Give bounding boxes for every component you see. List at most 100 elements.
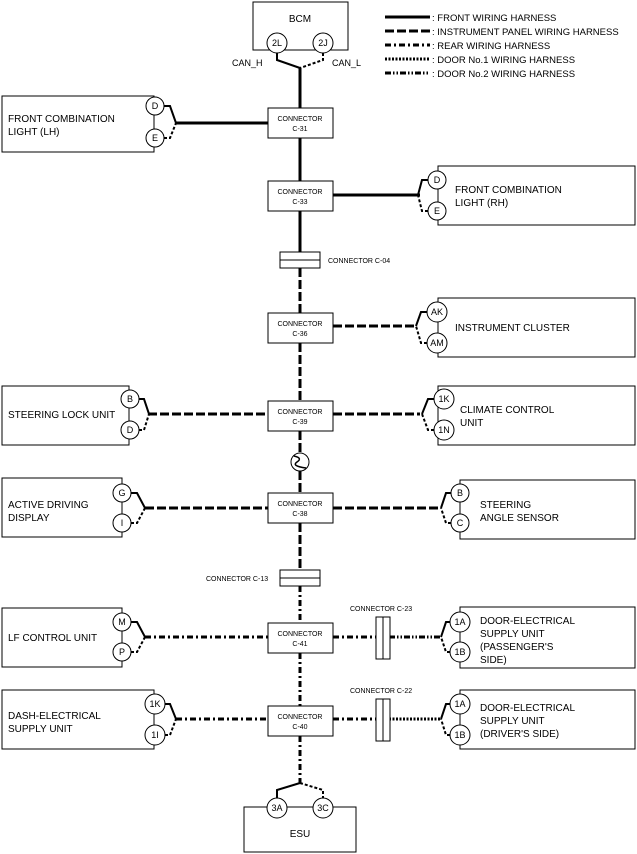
c22-label: CONNECTOR C-22 (350, 688, 412, 695)
unit-front-combination-light-lh: FRONT COMBINATION LIGHT (LH) D E (1, 95, 177, 153)
connector-c38-label: CONNECTOR (278, 501, 323, 508)
unit-front-combination-light-rh: FRONT COMBINATION LIGHT (RH) D E (417, 165, 636, 226)
lf-control-can-l (131, 636, 146, 653)
dash-supply-label-2: SUPPLY UNIT (8, 724, 73, 735)
climate-box (437, 385, 636, 446)
front-lh-label-1: FRONT COMBINATION (8, 114, 115, 125)
front-lh-can-h (164, 105, 177, 124)
front-lh-pin-e-label: E (152, 133, 158, 143)
connector-c41-box (267, 622, 334, 654)
esu-can-l-wire (299, 782, 324, 799)
bcm-pin-2l-label: 2L (272, 38, 282, 48)
connector-c36: CONNECTOR C-36 (267, 312, 334, 344)
connector-c41-id: C-41 (292, 641, 307, 648)
esu-pin-3c (312, 797, 334, 819)
steering-angle-can-h (440, 492, 451, 509)
front-rh-pin-d-label: D (434, 175, 441, 185)
connector-c39-box (267, 400, 334, 432)
connector-c36-id: C-36 (292, 331, 307, 338)
climate-can-l (421, 413, 434, 431)
front-lh-label-2: LIGHT (LH) (8, 127, 60, 138)
steering-lock-pin-b-label: B (127, 394, 133, 404)
door-driver-pin-1b-label: 1B (454, 730, 465, 740)
connector-c36-box (267, 312, 334, 344)
bcm-label: BCM (289, 14, 311, 25)
door-passenger-box (459, 606, 636, 669)
front-rh-can-l (417, 194, 428, 212)
front-lh-can-l (164, 122, 177, 139)
active-driving-pin-g-label: G (118, 488, 125, 498)
can-l-label: CAN_L (332, 58, 361, 68)
connector-c31-label: CONNECTOR (278, 116, 323, 123)
lf-control-label: LF CONTROL UNIT (8, 633, 97, 644)
unit-steering-angle-sensor: STEERING ANGLE SENSOR B C (440, 479, 636, 540)
climate-pin-1n-label: 1N (438, 425, 450, 435)
dash-supply-can-l (165, 718, 177, 736)
connector-c40-box (267, 705, 334, 737)
connector-c40-label: CONNECTOR (278, 714, 323, 721)
inline-connector-c22: CONNECTOR C-22 (350, 688, 412, 742)
inline-connector-c23: CONNECTOR C-23 (350, 606, 412, 660)
c04-label: CONNECTOR C-04 (328, 258, 390, 265)
c23-label: CONNECTOR C-23 (350, 606, 412, 613)
door-passenger-pin-1b-label: 1B (454, 647, 465, 657)
steering-lock-can-l (139, 413, 150, 431)
door-driver-box (459, 689, 636, 750)
connector-c31: CONNECTOR C-31 (267, 107, 334, 139)
cluster-label: INSTRUMENT CLUSTER (455, 323, 570, 334)
active-driving-pin-i-label: I (121, 518, 124, 528)
active-driving-can-h (131, 492, 146, 509)
door-passenger-can-h (440, 621, 450, 638)
inline-connector-c13: CONNECTOR C-13 (206, 569, 321, 587)
c13-label: CONNECTOR C-13 (206, 576, 268, 583)
can-h-label: CAN_H (232, 58, 263, 68)
esu-pin-3a (266, 797, 288, 819)
active-driving-label-2: DISPLAY (8, 513, 50, 524)
bcm-can-l-wire (299, 53, 324, 69)
dash-supply-pin-1k-label: 1K (149, 699, 160, 709)
cluster-pin-ak-label: AK (431, 307, 443, 317)
front-rh-label-1: FRONT COMBINATION (455, 185, 562, 196)
unit-climate-control: CLIMATE CONTROL UNIT 1K 1N (421, 385, 636, 446)
legend: : FRONT WIRING HARNESS : INSTRUMENT PANE… (385, 13, 619, 80)
legend-label-front: : FRONT WIRING HARNESS (432, 13, 556, 24)
door-passenger-label-1: DOOR-ELECTRICAL (480, 616, 575, 627)
door-driver-can-h (440, 703, 450, 720)
lf-control-can-h (131, 621, 146, 638)
connector-c33: CONNECTOR C-33 (267, 180, 334, 212)
active-driving-can-l (131, 507, 146, 524)
front-lh-pin-d-label: D (152, 101, 159, 111)
connector-c41-label: CONNECTOR (278, 631, 323, 638)
unit-lf-control: LF CONTROL UNIT M P (1, 607, 146, 668)
connector-c40: CONNECTOR C-40 (267, 705, 334, 737)
front-rh-pin-e-label: E (434, 206, 440, 216)
door-driver-pin-1a-label: 1A (454, 699, 465, 709)
climate-can-h (421, 398, 434, 415)
dash-supply-can-h (165, 703, 177, 720)
connector-c38: CONNECTOR C-38 (267, 492, 334, 524)
door-passenger-can-l (440, 636, 450, 653)
dash-supply-pin-1i-label: 1I (151, 730, 159, 740)
unit-door-electrical-passenger: DOOR-ELECTRICAL SUPPLY UNIT (PASSENGER'S… (440, 606, 636, 669)
door-passenger-label-4: SIDE) (480, 655, 507, 666)
connector-c38-id: C-38 (292, 511, 307, 518)
twisted-pair-circle (290, 452, 310, 472)
door-passenger-label-3: (PASSENGER'S (480, 642, 554, 653)
twisted-pair-symbol (290, 452, 310, 472)
front-lh-box (1, 95, 155, 153)
active-driving-label-1: ACTIVE DRIVING (8, 500, 89, 511)
steering-angle-pin-c-label: C (457, 518, 464, 528)
esu-can-h-wire (276, 782, 301, 799)
cluster-can-h (415, 311, 427, 327)
inline-connector-c04: CONNECTOR C-04 (279, 251, 390, 269)
unit-active-driving-display: ACTIVE DRIVING DISPLAY G I (1, 477, 146, 538)
steering-lock-box (1, 385, 130, 446)
climate-label-2: UNIT (460, 418, 483, 429)
dash-supply-label-1: DASH-ELECTRICAL (8, 711, 101, 722)
steering-angle-box (459, 479, 636, 540)
esu-box (243, 806, 357, 853)
connector-c39: CONNECTOR C-39 (267, 400, 334, 432)
unit-steering-lock: STEERING LOCK UNIT B D (1, 385, 150, 446)
bcm-pin-2j-label: 2J (318, 38, 328, 48)
steering-angle-label-2: ANGLE SENSOR (480, 513, 559, 524)
